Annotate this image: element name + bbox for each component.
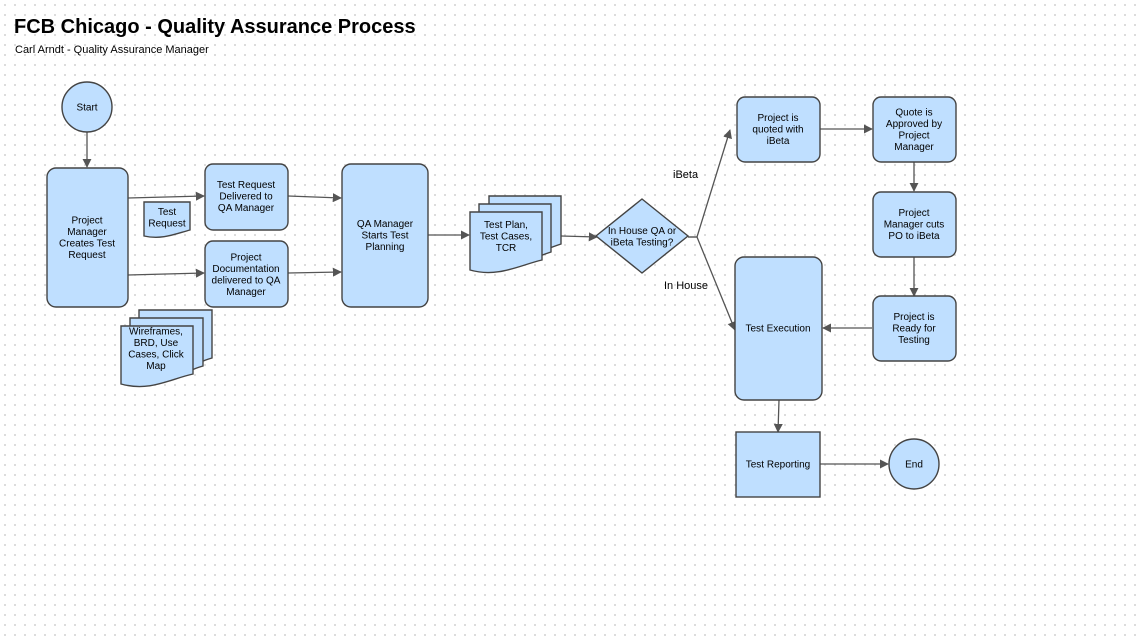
end-node[interactable]: End: [888, 438, 940, 490]
edge-label-in-house: In House: [664, 280, 708, 292]
node-label-line: PO to iBeta: [888, 231, 940, 242]
test-reporting-node[interactable]: Test Reporting: [735, 431, 821, 498]
edge-decision-to-in-house: [688, 236, 737, 331]
node-label-line: Testing: [898, 335, 930, 346]
node-label-line: Project: [898, 208, 929, 219]
edge-pm-to-request-delivered: [127, 191, 205, 201]
node-label-line: QA Manager: [218, 203, 275, 214]
node-label-line: Request: [148, 218, 185, 229]
node-label-line: Project: [230, 252, 261, 263]
node-label-line: In House QA or: [608, 226, 677, 237]
node-label-line: Planning: [366, 242, 405, 253]
node-label-line: Test Plan,: [484, 220, 528, 231]
node-label-line: TCR: [496, 243, 517, 254]
node-label-line: QA Manager: [357, 219, 414, 230]
edge-pm-to-documentation: [127, 268, 205, 278]
node-label-line: Manager: [67, 227, 107, 238]
page-title: FCB Chicago - Quality Assurance Process: [14, 16, 416, 38]
node-label-line: Starts Test: [361, 231, 408, 242]
svg-text:Test Reporting: Test Reporting: [746, 460, 810, 471]
node-label-line: Test Cases,: [480, 232, 532, 243]
node-label-line: Test Request: [217, 180, 276, 191]
edge-decision-to-ibeta: [688, 129, 732, 238]
node-label-line: Start: [76, 103, 97, 114]
node-label-line: Project: [71, 215, 102, 226]
node-label-line: End: [905, 460, 923, 471]
svg-text:End: End: [905, 460, 923, 471]
node-label-line: Project is: [757, 113, 798, 124]
node-label-line: Wireframes,: [129, 326, 183, 337]
node-label-line: iBeta Testing?: [611, 237, 674, 248]
svg-text:Test Execution: Test Execution: [745, 324, 810, 335]
edge-request-delivered-to-planning: [287, 193, 342, 203]
node-label-line: Manager cuts: [884, 220, 945, 231]
start-node[interactable]: Start: [61, 81, 113, 133]
node-label-line: delivered to QA: [212, 275, 281, 286]
node-label-line: Map: [146, 361, 166, 372]
node-label-line: Approved by: [886, 119, 942, 130]
node-label-line: BRD, Use: [134, 338, 179, 349]
node-label-line: Ready for: [892, 324, 936, 335]
node-label-line: Test Reporting: [746, 460, 810, 471]
node-label-line: Quote is: [895, 107, 932, 118]
test-execution-node[interactable]: Test Execution: [734, 256, 823, 401]
node-label-line: Cases, Click: [128, 349, 185, 360]
edge-test-plan-to-decision: [560, 232, 598, 242]
node-label-line: Creates Test: [59, 238, 115, 249]
node-label-line: Request: [68, 250, 105, 261]
node-label-line: Manager: [894, 142, 934, 153]
node-label-line: Project: [898, 130, 929, 141]
node-label-line: iBeta: [767, 136, 790, 147]
test-plan-documents[interactable]: Test Plan,Test Cases,TCR: [469, 195, 562, 274]
page-subtitle: Carl Arndt - Quality Assurance Manager: [15, 44, 209, 56]
svg-text:Start: Start: [76, 103, 97, 114]
edge-label-ibeta: iBeta: [673, 169, 699, 181]
node-label-line: Project is: [893, 312, 934, 323]
node-label-line: Manager: [226, 287, 266, 298]
node-label-line: Test: [158, 207, 177, 218]
node-label-line: Test Execution: [745, 324, 810, 335]
node-label-line: Delivered to: [219, 192, 273, 203]
svg-text:Test Plan,Test Cases,TCR: Test Plan,Test Cases,TCR: [480, 220, 532, 254]
node-label-line: Documentation: [212, 264, 279, 275]
edge-documentation-to-planning: [287, 267, 342, 277]
node-label-line: quoted with: [752, 125, 803, 136]
edge-execution-to-reporting: [773, 399, 783, 433]
